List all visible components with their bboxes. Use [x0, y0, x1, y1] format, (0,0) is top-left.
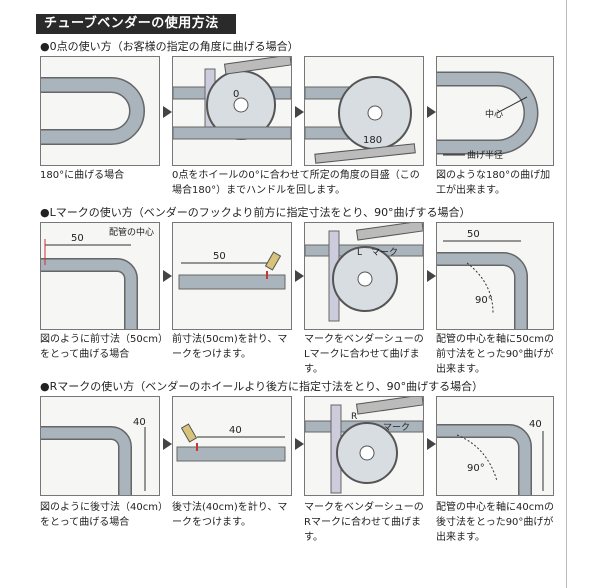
section-heading-l-mark: ●Lマークの使い方（ベンダーのフックより前方に指定寸法をとり、90°曲げする場合… [40, 206, 471, 219]
page-edge-line [566, 0, 567, 588]
step-arrow [427, 270, 436, 282]
dim-50-label: 50 [467, 229, 480, 240]
pipe-center-label: 配管の中心 [109, 226, 154, 238]
figure-r-measure: 40 [172, 396, 292, 496]
deg-90-label: 90° [475, 295, 493, 306]
caption-2-3: マークをベンダーシューのLマークに合わせて曲げます。 [304, 334, 424, 375]
figure-r-result: 40 90° [436, 396, 554, 496]
step-arrow [295, 106, 304, 118]
dim-50-label: 50 [71, 233, 84, 244]
bend-radius-label: 曲げ半径 [467, 149, 503, 161]
figure-bender-180: 180 [304, 56, 424, 166]
zero-mark-label: 0 [233, 89, 239, 100]
step-arrow [427, 106, 436, 118]
figure-bender-zero: 0 [172, 56, 292, 166]
mark-label: マーク [371, 247, 398, 258]
deg-90-label: 90° [467, 463, 485, 474]
caption-1-2: 0点をホイールの0°に合わせて所定の角度の目盛（この場合180°）までハンドルを… [172, 170, 420, 196]
step-arrow [427, 438, 436, 450]
caption-2-1: 図のように前寸法（50cm）をとって曲げる場合 [40, 334, 163, 360]
figure-r-target: 40 [40, 396, 160, 496]
figure-l-result: 50 90° [436, 222, 554, 330]
caption-3-2: 後寸法(40cm)を計り、マークをつけます。 [172, 502, 288, 528]
step-arrow [163, 106, 172, 118]
caption-3-1: 図のように後寸法（40cm）をとって曲げる場合 [40, 502, 163, 528]
caption-3-3: マークをベンダーシューのRマークに合わせて曲げます。 [304, 502, 424, 543]
l-mark-label: L [357, 248, 362, 258]
step-arrow [295, 438, 304, 450]
figure-180-bend [40, 56, 160, 166]
caption-1-4: 図のような180°の曲げ加工が出来ます。 [436, 170, 551, 196]
figure-l-target: 50 配管の中心 [40, 222, 160, 330]
dim-40-label: 40 [229, 425, 242, 436]
step-arrow [163, 438, 172, 450]
page-title: チューブベンダーの使用方法 [36, 14, 236, 34]
deg180-mark-label: 180 [363, 135, 382, 146]
figure-r-bender: マーク R [304, 396, 424, 496]
figure-l-measure: 50 [172, 222, 292, 330]
caption-3-4: 配管の中心を軸に40cmの後寸法をとった90°曲げが出来ます。 [436, 502, 554, 543]
r-mark-label: R [351, 412, 357, 422]
figure-180-result: 中心 曲げ半径 [436, 56, 554, 166]
mark-label: マーク [383, 422, 410, 433]
figure-l-bender: マーク L [304, 222, 424, 330]
center-label: 中心 [485, 108, 503, 120]
dim-40-label: 40 [133, 417, 146, 428]
caption-2-4: 配管の中心を軸に50cmの前寸法をとった90°曲げが出来ます。 [436, 334, 554, 375]
caption-1-1: 180°に曲げる場合 [40, 170, 125, 181]
step-arrow [295, 270, 304, 282]
caption-2-2: 前寸法(50cm)を計り、マークをつけます。 [172, 334, 288, 360]
section-heading-r-mark: ●Rマークの使い方（ベンダーのホイールより後方に指定寸法をとり、90°曲げする場… [40, 380, 484, 393]
section-heading-zero-point: ●0点の使い方（お客様の指定の角度に曲げる場合） [40, 40, 299, 53]
dim-40-label: 40 [529, 419, 542, 430]
step-arrow [163, 270, 172, 282]
dim-50-label: 50 [213, 251, 226, 262]
